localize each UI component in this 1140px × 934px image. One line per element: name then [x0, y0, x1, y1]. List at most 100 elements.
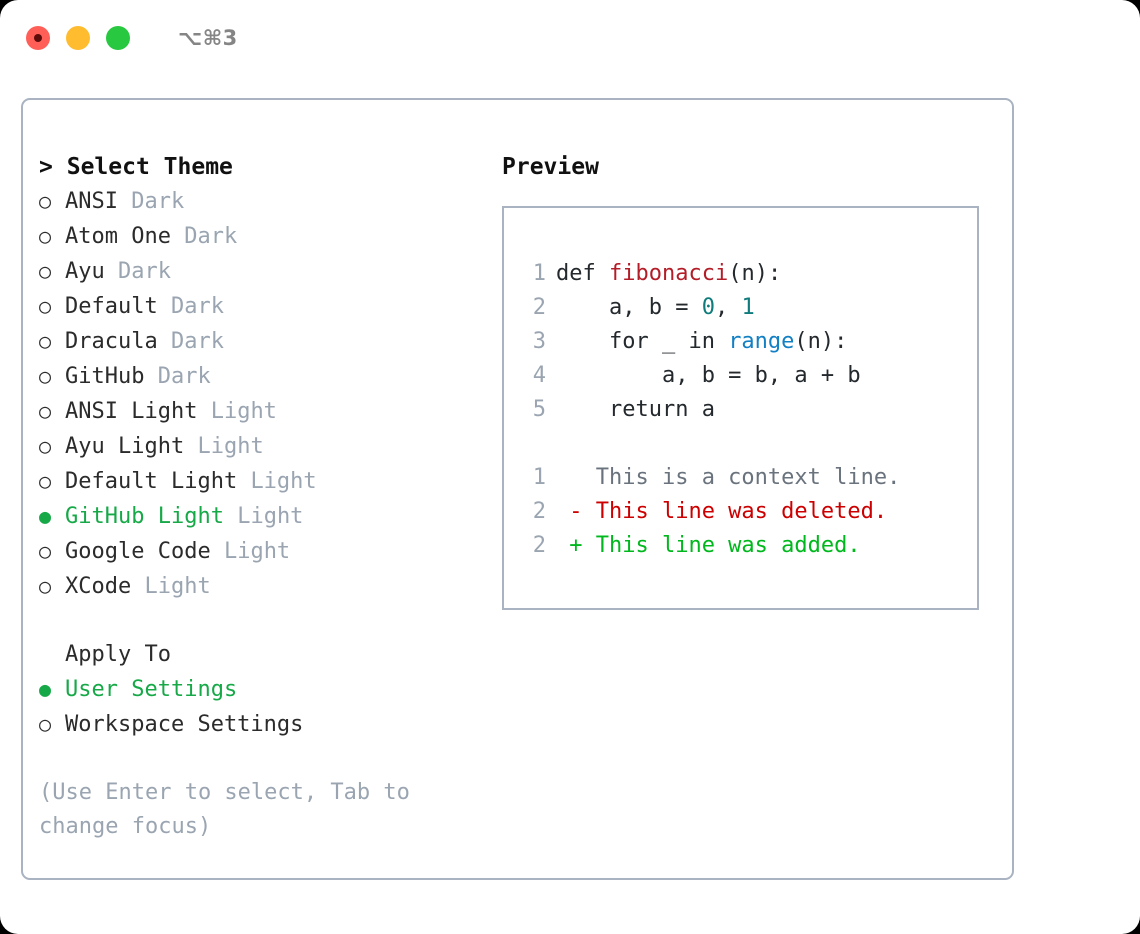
line-number: 4	[532, 363, 546, 388]
code-token: def	[556, 261, 609, 286]
line-number: 5	[532, 397, 546, 422]
diff-line: 2 - This line was deleted.	[522, 495, 900, 529]
theme-category-label: Dark	[184, 224, 238, 249]
theme-list-item[interactable]: ○XCode Light	[39, 569, 489, 604]
apply-to-list-item[interactable]: ○ Workspace Settings	[39, 707, 489, 742]
code-token: fibonacci	[608, 261, 729, 286]
theme-category-label: Light	[237, 504, 304, 529]
theme-name-label: Default Light	[65, 469, 238, 494]
theme-name-label: GitHub Light	[65, 504, 224, 529]
radio-unselected-icon[interactable]: ○	[39, 399, 52, 423]
radio-unselected-icon[interactable]: ○	[39, 294, 52, 318]
apply-to-label: User Settings	[65, 677, 238, 702]
line-number: 1	[532, 261, 546, 286]
content-panel: > Select Theme ○ANSI Dark○Atom One Dark○…	[21, 98, 1014, 880]
prompt-marker: >	[39, 154, 53, 180]
theme-category-label: Light	[197, 434, 264, 459]
radio-unselected-icon[interactable]: ○	[39, 224, 52, 248]
spacer	[197, 395, 210, 429]
line-number: 3	[532, 329, 546, 354]
spacer	[158, 325, 171, 359]
diff-line: 1 This is a context line.	[522, 461, 901, 495]
keyboard-hint-text: (Use Enter to select, Tab to change focu…	[39, 780, 410, 839]
theme-list-item[interactable]: ○ GitHub Dark	[39, 359, 489, 394]
theme-category-label: Dark	[157, 364, 211, 389]
line-number: 2	[532, 533, 546, 558]
spacer	[158, 290, 171, 324]
theme-list-item[interactable]: ○Default Light Light	[39, 464, 489, 499]
radio-unselected-icon[interactable]: ○	[39, 189, 52, 213]
theme-list-item[interactable]: ○ANSI Light Light	[39, 394, 489, 429]
minimize-button-icon[interactable]	[66, 26, 90, 50]
theme-name-label: GitHub	[65, 364, 145, 389]
radio-unselected-icon[interactable]: ○	[39, 259, 52, 283]
line-number: 2	[532, 499, 546, 524]
theme-name-label: Google Code	[65, 539, 211, 564]
code-line-text: for _ in range(n):	[546, 325, 847, 359]
theme-category-label: Light	[223, 539, 291, 564]
spacer	[211, 535, 224, 569]
radio-unselected-icon[interactable]: ○	[39, 329, 52, 353]
radio-unselected-icon[interactable]: ○	[39, 574, 52, 598]
theme-list-item[interactable]: ○Atom One Dark	[39, 219, 489, 254]
theme-name-label: Dracula	[65, 329, 158, 354]
theme-category-label: Dark	[118, 259, 171, 284]
theme-list-item[interactable]: ● GitHub Light Light	[39, 499, 489, 534]
keyboard-shortcut-label: ⌥⌘3	[178, 26, 238, 50]
code-line: 2 a, b = 0, 1	[522, 291, 900, 325]
radio-unselected-icon[interactable]: ○	[39, 712, 52, 736]
code-token: ,	[714, 295, 742, 320]
diff-line: 2 + This line was added.	[522, 529, 900, 563]
theme-list-item[interactable]: ○ Default Dark	[39, 289, 489, 324]
preview-title: Preview	[502, 154, 599, 180]
theme-list-item[interactable]: ○Ayu Dark	[39, 254, 489, 289]
apply-to-list: ● User Settings ○ Workspace Settings	[39, 672, 489, 742]
code-line: 4 a, b = b, a + b	[522, 359, 900, 393]
code-token: return a	[556, 397, 715, 422]
theme-category-label: Light	[210, 399, 277, 424]
page-title: > Select Theme	[39, 150, 489, 184]
spacer	[131, 570, 144, 604]
code-line-text: return a	[546, 393, 715, 427]
code-line: 3 for _ in range(n):	[522, 325, 900, 359]
close-button-icon[interactable]	[26, 26, 50, 50]
title-bar: ⌥⌘3	[0, 0, 1140, 76]
apply-to-heading: Apply To	[65, 642, 171, 667]
theme-list-item[interactable]: ○ Dracula Dark	[39, 324, 489, 359]
diff-line-text: This is a context line.	[556, 465, 901, 490]
radio-unselected-icon[interactable]: ○	[39, 539, 52, 563]
spacer	[224, 500, 237, 534]
code-line: 5 return a	[522, 393, 900, 427]
radio-selected-icon[interactable]: ●	[39, 677, 52, 701]
radio-unselected-icon[interactable]: ○	[39, 364, 52, 388]
radio-unselected-icon[interactable]: ○	[39, 469, 52, 493]
spacer	[237, 465, 250, 499]
diff-line-text: - This line was deleted.	[556, 499, 888, 524]
theme-category-label: Dark	[170, 294, 224, 319]
theme-list-item[interactable]: ○Ayu Light Light	[39, 429, 489, 464]
theme-category-label: Dark	[170, 329, 224, 354]
code-token: for _ in	[556, 329, 729, 354]
code-line-text: a, b = b, a + b	[546, 359, 861, 393]
maximize-button-icon[interactable]	[106, 26, 130, 50]
radio-selected-icon[interactable]: ●	[39, 504, 52, 528]
theme-picker-column: > Select Theme ○ANSI Dark○Atom One Dark○…	[39, 150, 489, 844]
theme-name-label: Default	[65, 294, 158, 319]
code-token: range	[728, 329, 795, 354]
line-number: 1	[532, 465, 546, 490]
code-blank-line	[522, 427, 900, 461]
radio-unselected-icon[interactable]: ○	[39, 434, 52, 458]
spacer	[184, 430, 197, 464]
theme-list-item[interactable]: ○ Google Code Light	[39, 534, 489, 569]
spacer	[171, 220, 184, 254]
apply-to-list-item[interactable]: ● User Settings	[39, 672, 489, 707]
theme-list: ○ANSI Dark○Atom One Dark○Ayu Dark○Defaul…	[39, 184, 489, 604]
code-token: (n):	[794, 329, 848, 354]
code-token: 1	[741, 295, 755, 320]
apply-to-label: Workspace Settings	[65, 712, 304, 737]
theme-list-item[interactable]: ○ANSI Dark	[39, 184, 489, 219]
